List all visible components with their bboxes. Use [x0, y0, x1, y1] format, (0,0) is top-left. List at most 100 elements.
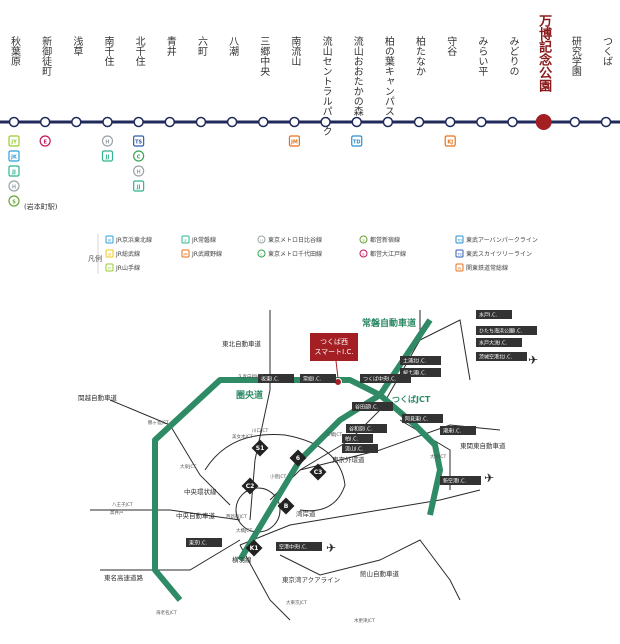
interchange: 水戸I.C.: [476, 310, 512, 319]
legend-code: S: [362, 239, 365, 243]
line-badge-td: [351, 135, 363, 147]
legend-label: 関東鉄道常総線: [466, 264, 508, 272]
expressway-label: 湾岸道: [296, 509, 316, 518]
route-badge-number: C3: [314, 469, 323, 476]
station-name: 北千住: [133, 36, 145, 66]
station-name: 柏たなか: [414, 35, 426, 76]
line-badge-jy: [8, 135, 20, 147]
line-badge-code: H: [12, 185, 16, 191]
legend-code: JJ: [183, 239, 186, 243]
line-badge-kj: [444, 135, 456, 147]
route-number-badge: C2: [241, 477, 259, 495]
interchange: 流山I.C.: [342, 444, 378, 453]
line-badge-code: KJ: [447, 140, 453, 146]
expressway-label: 横羽線: [232, 555, 252, 564]
station-name: 柏の葉キャンパス: [382, 35, 394, 116]
station-name: つくば: [601, 36, 613, 66]
ic-label: つくば中央I.C.: [363, 376, 397, 383]
route-badge-shape: [309, 463, 327, 481]
expressway-label: 中央自動車道: [176, 511, 216, 520]
wangan-road: [239, 489, 481, 546]
legend-code: JK: [107, 239, 112, 243]
station-marker: [102, 116, 113, 128]
legend-code: KJ: [458, 267, 461, 271]
legend-label: JR総武線: [115, 250, 140, 258]
tateyama-expressway: [379, 539, 461, 601]
expressway-label: 圏央道: [236, 389, 263, 401]
route-number-badge: S1: [251, 439, 269, 457]
station-name: 青井: [164, 35, 176, 57]
legend-badge: [257, 235, 266, 244]
ic-label: 空港中央I.C.: [279, 544, 308, 551]
ic-label: 坂東I.C.: [261, 376, 280, 383]
legend-badge: [455, 249, 464, 258]
junction-label: 高井戸: [110, 509, 124, 516]
ic-box-bg: [352, 402, 393, 411]
station: 三郷中央: [258, 36, 270, 128]
ken-o-expressway: [152, 377, 443, 602]
station-name: 流山おおたかの森: [351, 35, 363, 117]
ic-label: 桜土浦I.C.: [403, 370, 427, 377]
interchange: 谷和原I.C.: [346, 424, 387, 433]
station: 柏たなか: [413, 35, 426, 128]
legend-code: TS: [456, 253, 462, 257]
ic-label: ひたち海浜公園I.C.: [479, 328, 523, 335]
akihabara-note: (岩本町駅): [24, 202, 58, 211]
line-badge-e: [39, 135, 51, 147]
interchange: 水戸大洗I.C.: [476, 338, 522, 347]
legend-badge: [359, 249, 368, 258]
expressway-label: 館山自動車道: [360, 569, 400, 578]
airplane-icon: ✈: [326, 541, 336, 555]
ic-label: 潮来I.C.: [443, 428, 462, 435]
route-number-badge: B: [277, 497, 295, 515]
interchange: 東京I.C.: [186, 538, 222, 547]
legend-badge: [257, 249, 266, 258]
junction-label: 大東京JCT: [286, 599, 307, 606]
expressway-label: 中央環状線: [184, 487, 217, 496]
ic-box-bg: [300, 374, 336, 383]
kuhi-road: [239, 544, 291, 621]
station: 流山セントラルパーク: [320, 35, 332, 136]
interchange: 空港中央I.C.: [276, 542, 322, 551]
interchange: 茨城空港北I.C.: [476, 352, 527, 361]
junction-label: 大泉JCT: [180, 463, 196, 470]
chuo-expressway: [90, 509, 241, 521]
junction-label: 西新宿JCT: [226, 513, 247, 520]
legend-code: H: [260, 239, 263, 243]
route-badge-shape: [251, 439, 269, 457]
station-name: 流山セントラルパーク: [320, 35, 332, 136]
highlight-pointer: [335, 360, 339, 379]
station-name: 六町: [195, 36, 207, 56]
junction-label: 大栄JCT: [430, 453, 446, 460]
interchange: つくば中央I.C.: [360, 374, 411, 383]
station-name: 万博記念公園: [536, 14, 553, 93]
station-marker: [600, 116, 612, 128]
route-badge-number: C2: [246, 483, 255, 490]
aqualine-road: [279, 554, 381, 576]
line-badge-code: S: [12, 200, 16, 206]
ic-label: 茨城空港北I.C.: [479, 354, 513, 361]
junction-label: 大橋JCT: [236, 527, 252, 534]
station: 青井: [164, 35, 176, 128]
ic-box-bg: [476, 338, 522, 347]
station-marker: [8, 116, 20, 128]
legend-label: JR山手線: [115, 264, 140, 272]
station-name: 八潮: [227, 36, 239, 57]
route-badge-number: K1: [250, 545, 259, 552]
line-badge-jj: [8, 165, 20, 177]
ic-label: 柏I.C.: [345, 436, 359, 443]
expressway-label: 東京外環道: [332, 455, 365, 464]
joban-green: [237, 318, 433, 562]
station-marker: [413, 116, 425, 128]
ic-label: 常総I.C.: [303, 376, 322, 383]
